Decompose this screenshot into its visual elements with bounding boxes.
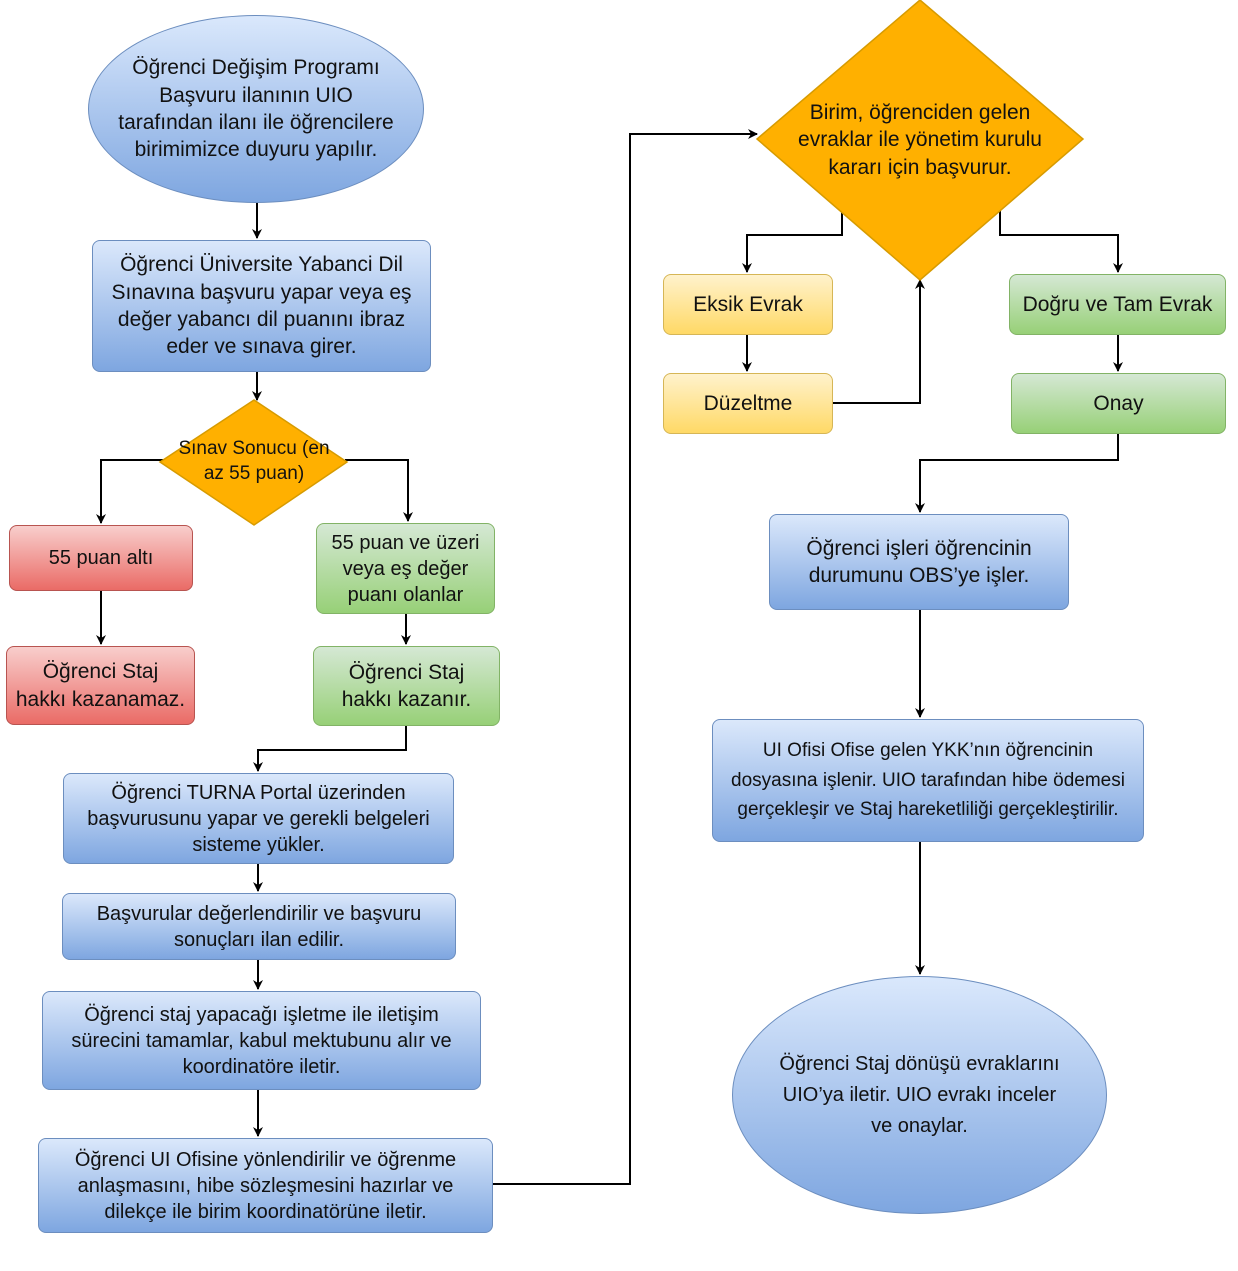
unit-apply-diamond	[755, 0, 1085, 281]
ykk-file-box: UI Ofisi Ofise gelen YKK’nın öğrencinin …	[712, 719, 1144, 842]
unit-apply-label: Birim, öğrenciden gelen evraklar ile yön…	[798, 101, 1042, 179]
company-contact-box: Öğrenci staj yapacağı işletme ile iletiş…	[42, 991, 481, 1090]
arrow-unit-to-complete-docs	[999, 210, 1123, 273]
end-ellipse: Öğrenci Staj dönüşü evraklarını UIO’ya i…	[732, 976, 1107, 1214]
arrow-approval-to-student-affairs	[915, 434, 1119, 513]
turna-portal-box: Öğrenci TURNA Portal üzerinden başvurusu…	[63, 773, 454, 864]
arrow-result-to-below-55	[96, 459, 163, 524]
above-55-box: 55 puan ve üzeri veya eş değer puanı ola…	[316, 523, 495, 614]
gains-right-box: Öğrenci Staj hakkı kazanır.	[313, 646, 500, 726]
arrow-correction-to-unit	[833, 279, 925, 404]
student-affairs-box: Öğrenci işleri öğrencinin durumunu OBS’y…	[769, 514, 1069, 610]
evaluation-box: Başvurular değerlendirilir ve başvuru so…	[62, 893, 456, 960]
arrow-ui-office-to-unit	[493, 129, 758, 1185]
arrow-unit-to-missing-docs	[742, 210, 843, 273]
arrow-result-to-above-55	[345, 459, 413, 522]
complete-docs-box: Doğru ve Tam Evrak	[1009, 274, 1226, 335]
ui-office-box: Öğrenci UI Ofisine yönlendirilir ve öğre…	[38, 1138, 493, 1233]
no-right-box: Öğrenci Staj hakkı kazanamaz.	[6, 646, 195, 725]
approval-box: Onay	[1011, 373, 1226, 434]
language-exam-box: Öğrenci Üniversite Yabanci Dil Sınavına …	[92, 240, 431, 372]
missing-docs-box: Eksik Evrak	[663, 274, 833, 335]
exam-result-diamond	[158, 399, 349, 526]
start-ellipse: Öğrenci Değişim Programı Başvuru ilanını…	[88, 15, 424, 203]
exam-result-label: Sınav Sonucu (en az 55 puan)	[178, 438, 330, 484]
below-55-box: 55 puan altı	[9, 525, 193, 591]
arrow-gains-right-to-turna	[253, 726, 407, 772]
correction-box: Düzeltme	[663, 373, 833, 434]
